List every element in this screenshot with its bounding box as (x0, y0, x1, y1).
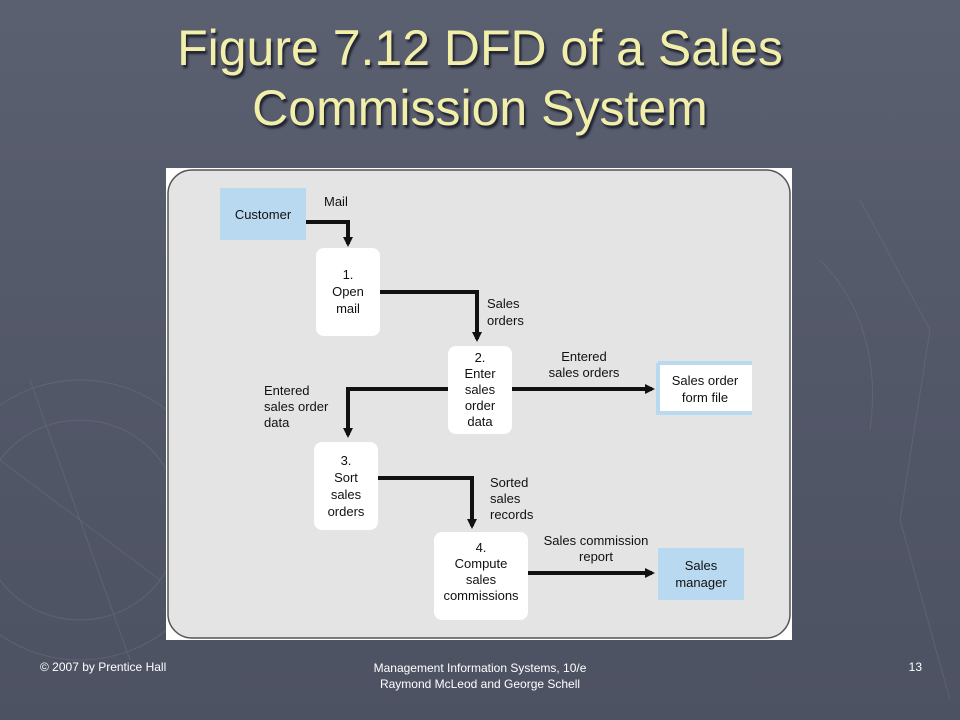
flow-entered-sales-order-data: Entered sales order data (264, 383, 448, 438)
sales-manager-label: Sales (685, 558, 718, 573)
flow-entered-sales-order-data-label: Entered (264, 383, 310, 398)
data-store-sales-order-form-file: Sales order form file (656, 361, 752, 415)
process-1-line: Open (332, 284, 364, 299)
slide-title-line-2: Commission System (252, 80, 708, 136)
flow-sorted-sales-records-label: records (490, 507, 534, 522)
flow-sales-commission-report-label: Sales commission (544, 533, 649, 548)
flow-entered-sales-order-data-label: sales order (264, 399, 329, 414)
flow-sorted-sales-records-label: sales (490, 491, 521, 506)
flow-entered-sales-orders: Entered sales orders (512, 349, 655, 394)
process-3-line: orders (328, 504, 365, 519)
flow-mail-label: Mail (324, 194, 348, 209)
process-4-line: commissions (443, 588, 519, 603)
flow-entered-sales-order-data-label: data (264, 415, 290, 430)
footer-book-info: Management Information Systems, 10/e Ray… (330, 660, 630, 692)
flow-sales-commission-report: Sales commission report (528, 533, 655, 578)
footer-authors: Raymond McLeod and George Schell (379, 677, 581, 691)
flow-entered-sales-orders-label: Entered (561, 349, 607, 364)
process-3-sort-sales-orders: 3. Sort sales orders (314, 442, 378, 530)
dfd-diagram: Customer Mail 1. Open mail Sales orders (167, 169, 791, 639)
data-store-label: Sales order (672, 373, 739, 388)
flow-sales-orders-label: Sales (487, 296, 520, 311)
process-1-line: mail (336, 301, 360, 316)
footer-book-title: Management Information Systems, 10/e (373, 661, 587, 675)
flow-sorted-sales-records-label: Sorted (490, 475, 528, 490)
customer-entity: Customer (220, 188, 306, 240)
customer-label: Customer (235, 207, 292, 222)
sales-manager-label: manager (675, 575, 727, 590)
process-2-line: 2. (475, 350, 486, 365)
footer-copyright: © 2007 by Prentice Hall (40, 660, 167, 674)
flow-sorted-sales-records: Sorted sales records (378, 475, 534, 529)
slide-title: Figure 7.12 DFD of a Sales Commission Sy… (0, 18, 960, 138)
process-3-line: sales (331, 487, 362, 502)
flow-entered-sales-orders-label: sales orders (549, 365, 620, 380)
flow-sales-orders: Sales orders (380, 290, 524, 342)
flow-sales-orders-label: orders (487, 313, 524, 328)
process-2-line: Enter (464, 366, 496, 381)
dfd-figure: Customer Mail 1. Open mail Sales orders (166, 168, 792, 640)
process-2-line: order (465, 398, 496, 413)
flow-mail: Mail (306, 194, 353, 247)
slide-title-line-1: Figure 7.12 DFD of a Sales (177, 20, 783, 76)
process-2-line: sales (465, 382, 496, 397)
process-4-line: sales (466, 572, 497, 587)
data-store-label: form file (682, 390, 728, 405)
process-2-enter-sales-order-data: 2. Enter sales order data (448, 346, 512, 434)
process-1-open-mail: 1. Open mail (316, 248, 380, 336)
sales-manager-entity: Sales manager (658, 548, 744, 600)
process-4-line: 4. (476, 540, 487, 555)
process-1-line: 1. (343, 267, 354, 282)
process-3-line: 3. (341, 453, 352, 468)
process-3-line: Sort (334, 470, 358, 485)
process-4-line: Compute (455, 556, 508, 571)
slide-number: 13 (908, 660, 922, 674)
process-2-line: data (467, 414, 493, 429)
process-4-compute-sales-commissions: 4. Compute sales commissions (434, 532, 528, 620)
flow-sales-commission-report-label: report (579, 549, 613, 564)
